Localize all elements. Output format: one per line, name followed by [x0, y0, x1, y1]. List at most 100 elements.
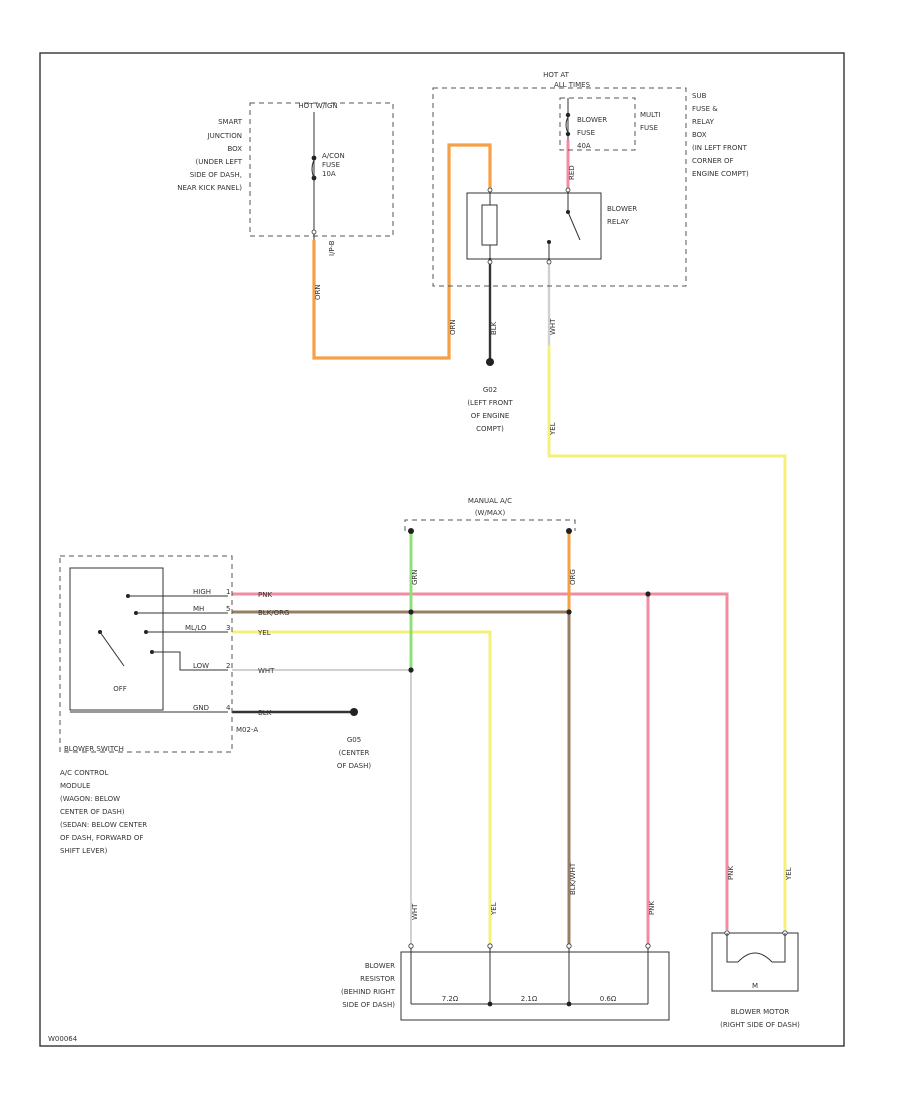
blower-switch-wiper	[99, 631, 125, 667]
sfb-header-2: ALL TIMES	[554, 81, 591, 89]
label-pnk-high: PNK	[258, 591, 272, 599]
label-wht-relay: WHT	[549, 318, 557, 335]
blower-resistor: 7.2Ω 2.1Ω 0.6Ω BLOWER RESISTOR (BEHIND R…	[341, 943, 670, 1021]
term-ml: ML/LO	[185, 624, 207, 632]
motor-symbol	[737, 952, 773, 963]
sjb-label-4: (UNDER LEFT	[196, 158, 243, 166]
sjb-fuse-label-3: 10A	[322, 170, 336, 178]
label-yel-relay: YEL	[549, 422, 557, 436]
sfb-label-2: FUSE &	[692, 105, 718, 113]
resistor-label-2: RESISTOR	[360, 975, 395, 983]
relay-coil	[481, 204, 498, 246]
label-blkwht-res: BLK/WHT	[569, 862, 577, 895]
resistor-label-4: SIDE OF DASH)	[342, 1001, 395, 1009]
ground-g02: G02 (LEFT FRONT OF ENGINE COMPT)	[467, 358, 513, 433]
switch-connector: M02-A	[236, 726, 258, 734]
label-red-fuse: RED	[568, 165, 576, 180]
ac-module-label-3: (WAGON: BELOW	[60, 795, 120, 803]
sjb-fuse-label-1: A/CON	[322, 152, 345, 160]
blower-switch: OFF HIGH MH ML/LO LOW GND 1 5 3 2 4 BLOW…	[59, 555, 258, 753]
manual-ac-label-1: MANUAL A/C	[468, 497, 512, 505]
blower-fuse-label-3: 40A	[577, 142, 591, 150]
sfb-label-5: (IN LEFT FRONT	[692, 144, 748, 152]
sfb-label-7: ENGINE COMPT)	[692, 170, 749, 178]
pin-3: 3	[226, 624, 230, 632]
ac-module-label-7: SHIFT LEVER)	[60, 847, 108, 855]
relay-label-1: BLOWER	[607, 205, 637, 213]
relay-contact	[567, 211, 581, 241]
relay-label-2: RELAY	[607, 218, 630, 226]
label-yel-res: YEL	[490, 902, 498, 916]
sjb-label-6: NEAR KICK PANEL)	[177, 184, 242, 192]
sjb-label-5: SIDE OF DASH,	[190, 171, 242, 179]
sub-fuse-relay-box: HOT AT ALL TIMES MULTI FUSE BLOWER FUSE …	[432, 71, 749, 287]
resistor-label-1: BLOWER	[365, 962, 395, 970]
term-gnd: GND	[193, 704, 209, 712]
label-blk-gnd: BLK	[258, 709, 272, 717]
blower-motor-body	[711, 932, 799, 992]
g05-label-3: OF DASH)	[337, 762, 372, 770]
junction-dot	[566, 609, 572, 615]
motor-label-1: BLOWER MOTOR	[731, 1008, 790, 1016]
ac-control-module-label: A/C CONTROL MODULE (WAGON: BELOW CENTER …	[60, 769, 147, 855]
junction-dot	[645, 591, 651, 597]
g02-label-3: OF ENGINE	[471, 412, 510, 420]
label-yel-motor: YEL	[785, 867, 793, 881]
pin-4: 4	[226, 704, 231, 712]
resistor-value-1: 7.2Ω	[442, 995, 459, 1003]
term-high: HIGH	[193, 588, 211, 596]
manual-ac-label-2: (W/MAX)	[475, 509, 506, 517]
blower-fuse-label-2: FUSE	[577, 129, 595, 137]
multi-fuse-label-2: FUSE	[640, 124, 658, 132]
ac-module-label-5: (SEDAN: BELOW CENTER	[60, 821, 147, 829]
switch-off-label: OFF	[113, 685, 127, 693]
resistor-label-3: (BEHIND RIGHT	[341, 988, 396, 996]
blower-switch-title: BLOWER SWITCH	[64, 745, 124, 753]
label-grn: GRN	[411, 569, 419, 585]
label-orn-1: ORN	[314, 284, 322, 300]
ground-g05: G05 (CENTER OF DASH)	[337, 708, 372, 770]
g02-label-4: COMPT)	[476, 425, 504, 433]
diagram-frame	[39, 52, 845, 1047]
sfb-label-4: BOX	[692, 131, 707, 139]
blower-resistor-body	[400, 951, 670, 1021]
label-wht-low: WHT	[258, 667, 275, 675]
label-orn-2: ORN	[449, 319, 457, 335]
sfb-label-3: RELAY	[692, 118, 715, 126]
label-pnk-motor: PNK	[727, 866, 735, 880]
pin-5: 5	[226, 605, 230, 613]
ac-module-label-4: CENTER OF DASH)	[60, 808, 125, 816]
ac-module-label-2: MODULE	[60, 782, 90, 790]
multi-fuse-label-1: MULTI	[640, 111, 660, 119]
ac-module-label-6: OF DASH, FORWARD OF	[60, 834, 143, 842]
smart-junction-box: HOT W/IGN A/CON FUSE 10A I/P-B SMART JUN…	[177, 102, 394, 256]
junction-dot	[408, 667, 414, 673]
motor-label-2: (RIGHT SIDE OF DASH)	[720, 1021, 800, 1029]
label-pnk-res: PNK	[648, 901, 656, 915]
pin-1: 1	[226, 588, 230, 596]
motor-symbol-label: M	[752, 982, 758, 990]
ground-g02-symbol	[486, 358, 494, 366]
sjb-label-1: SMART	[218, 118, 243, 126]
wire-yellow-ml	[232, 630, 492, 946]
sfb-label-6: CORNER OF	[692, 157, 734, 165]
resistor-value-3: 0.6Ω	[600, 995, 617, 1003]
sfb-header-1: HOT AT	[543, 71, 570, 79]
wire-pink-high	[232, 592, 729, 930]
ground-g05-symbol	[350, 708, 358, 716]
g05-label-1: G05	[347, 736, 361, 744]
blower-switch-body	[69, 567, 164, 711]
manual-ac: MANUAL A/C (W/MAX)	[404, 497, 576, 534]
term-low: LOW	[193, 662, 209, 670]
sjb-fuse-label-2: FUSE	[322, 161, 340, 169]
multi-fuse-box	[559, 97, 636, 151]
term-mh: MH	[193, 605, 204, 613]
sjb-label-2: JUNCTION	[207, 132, 242, 140]
blower-relay	[466, 192, 602, 260]
label-yel-ml: YEL	[257, 629, 271, 637]
g02-label-2: (LEFT FRONT	[467, 399, 513, 407]
g02-label-1: G02	[483, 386, 497, 394]
resistor-value-2: 2.1Ω	[521, 995, 538, 1003]
